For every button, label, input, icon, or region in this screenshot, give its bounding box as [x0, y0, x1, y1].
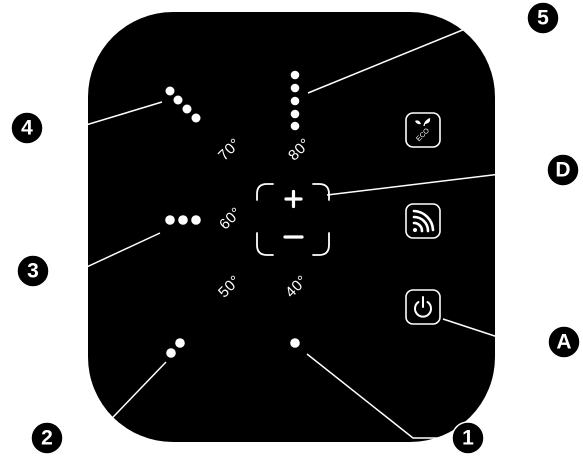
control-panel: [88, 12, 495, 442]
leader-line-4: [44, 101, 163, 129]
heat-level-5[interactable]: [290, 70, 300, 131]
heat-level-2[interactable]: [166, 338, 185, 358]
power-button-frame: [405, 289, 441, 325]
plus-button[interactable]: [270, 186, 316, 216]
level-dot: [290, 70, 300, 80]
level-dot: [290, 121, 300, 131]
callout-label-3: 3: [27, 260, 39, 283]
level-dot: [166, 348, 176, 358]
heat-level-3[interactable]: [165, 215, 201, 225]
level-dot: [191, 113, 201, 123]
power-button[interactable]: [405, 289, 441, 325]
wifi-icon: [412, 209, 435, 233]
callout-badge: [451, 421, 485, 455]
leaf-left-icon: [415, 120, 421, 125]
power-icon: [414, 296, 432, 318]
callout-3: 3: [16, 254, 50, 288]
control-outline: [256, 183, 330, 256]
leader-lines: [44, 17, 555, 439]
wifi-dot-icon: [413, 228, 417, 232]
level-dot: [191, 215, 201, 225]
callout-a: A: [547, 325, 581, 359]
leader-line-3: [50, 232, 161, 272]
callout-4: 4: [10, 111, 44, 145]
level-dot: [165, 215, 175, 225]
wifi-button[interactable]: [405, 203, 441, 239]
wifi-button-frame: [405, 203, 441, 239]
minus-button[interactable]: [270, 222, 316, 252]
eco-button-frame: [405, 112, 441, 148]
level-dot: [290, 109, 300, 119]
callout-label-a: A: [556, 331, 571, 354]
callout-badge: [30, 421, 64, 455]
callout-label-4: 4: [21, 117, 33, 140]
leader-line-5: [307, 17, 525, 94]
callout-5: 5: [526, 1, 560, 35]
level-dot: [173, 95, 183, 105]
callout-1: 1: [451, 421, 485, 455]
leaf-right-fill-icon: [425, 118, 431, 124]
wifi-arc-small-icon: [412, 221, 424, 233]
heat-level-1[interactable]: [290, 338, 300, 348]
level-dot: [182, 104, 192, 114]
callout-badge: [547, 325, 581, 359]
level-dot: [290, 338, 300, 348]
wifi-arc-large-icon: [412, 209, 435, 232]
callout-2: 2: [30, 421, 64, 455]
callout-label-d: D: [555, 159, 570, 182]
callout-badge: [16, 254, 50, 288]
level-dot: [290, 96, 300, 106]
callout-badge: [526, 1, 560, 35]
leader-line-2: [63, 361, 167, 439]
callout-d: D: [546, 153, 580, 187]
power-ring-icon: [414, 301, 432, 318]
callout-label-2: 2: [41, 427, 53, 450]
callout-badge: [546, 153, 580, 187]
heat-level-4[interactable]: [165, 86, 201, 123]
callout-label-5: 5: [537, 7, 549, 30]
plus-minus-control: [256, 183, 330, 256]
level-dot: [165, 86, 175, 96]
level-dot: [175, 338, 185, 348]
wifi-arc-medium-icon: [412, 215, 430, 233]
level-dot: [178, 215, 188, 225]
callout-label-1: 1: [462, 427, 474, 450]
level-dot: [290, 83, 300, 93]
leader-line-1: [306, 353, 452, 439]
leader-line-a: [442, 318, 548, 343]
callout-badge: [10, 111, 44, 145]
